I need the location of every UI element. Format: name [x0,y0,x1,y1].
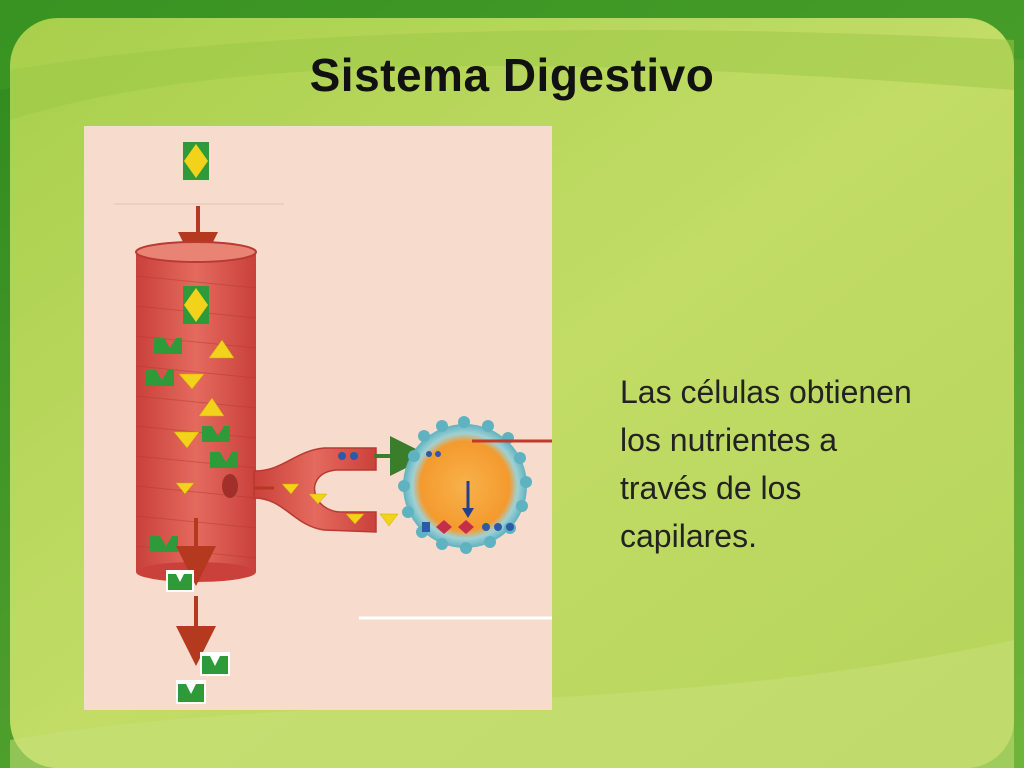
body-cell [398,416,532,554]
caption-line: capilares. [620,518,757,554]
caption-text: Las células obtienen los nutrientes a tr… [620,368,980,560]
nutrient-green-shape-icon [176,652,230,704]
nutrient-green-shape-icon [166,570,194,592]
caption-line: través de los [620,470,802,506]
caption-line: los nutrientes a [620,422,838,458]
nutrient-diamond-icon [183,286,209,324]
nutrients-in-vessel [146,286,399,552]
nutrient-triangle-icon [173,339,399,527]
slide-title: Sistema Digestivo [309,49,715,101]
caption-line: Las células obtienen [620,374,912,410]
nutrient-diamond-icon [183,142,209,180]
nutrient-absorption-diagram [84,126,552,710]
molecule-chain [422,520,514,534]
nutrient-green-shape-icon [146,338,238,552]
